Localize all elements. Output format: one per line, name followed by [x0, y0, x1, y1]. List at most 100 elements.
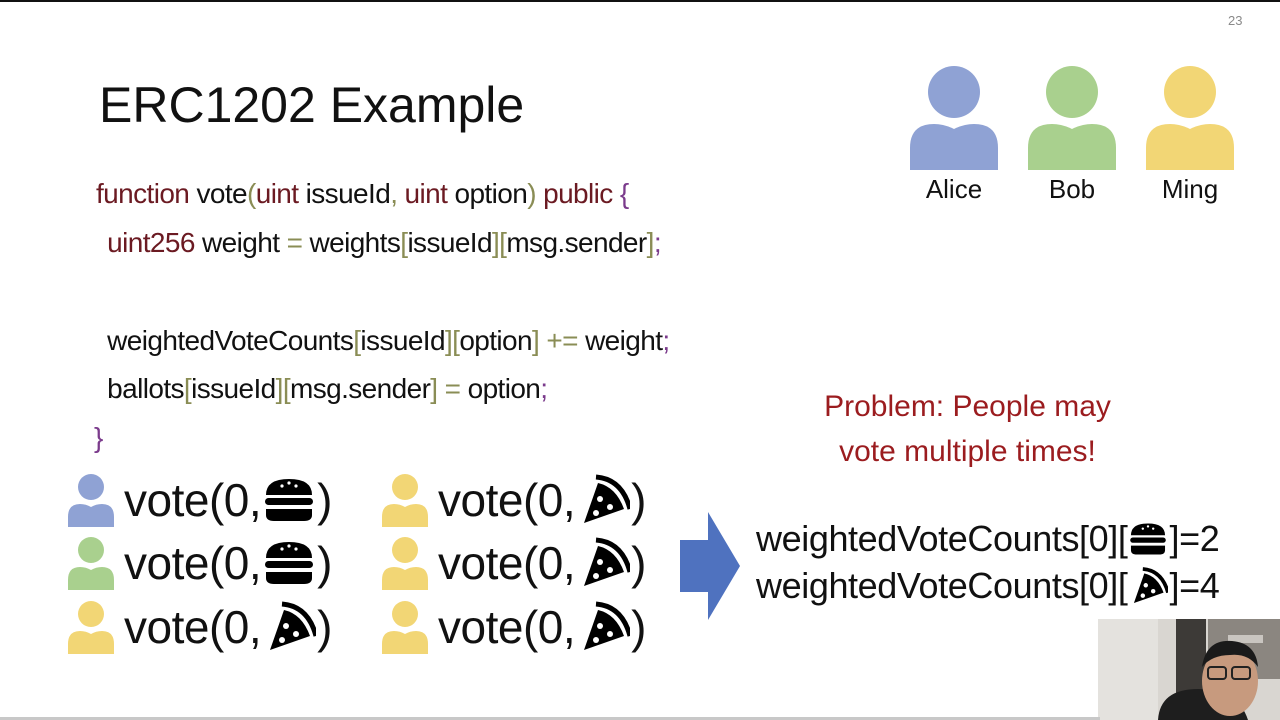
code-token: (	[246, 178, 256, 209]
vote-text: vote(0,)	[124, 536, 332, 590]
code-token: uint256	[100, 227, 203, 258]
code-token: ][	[444, 325, 460, 356]
pizza-icon	[270, 601, 317, 650]
burger-icon	[265, 542, 314, 584]
vote-suffix: )	[317, 601, 332, 653]
vote-suffix: )	[631, 537, 646, 589]
slide-number: 23	[1228, 13, 1243, 28]
vote-prefix: vote(0,	[438, 474, 576, 526]
code-token: function	[96, 178, 197, 209]
vote-suffix: )	[317, 474, 332, 526]
code-token: [	[400, 227, 408, 258]
code-token: msg.sender	[506, 227, 647, 258]
person-icon	[1028, 66, 1116, 170]
person-icon	[68, 474, 114, 527]
code-token: ;	[653, 227, 662, 258]
vote-call: vote(0,)	[66, 470, 332, 530]
code-token: vote	[196, 178, 247, 209]
vote-call: vote(0,)	[380, 470, 646, 530]
code-token: uint	[404, 178, 455, 209]
top-border	[0, 0, 1280, 2]
pizza-icon	[584, 537, 631, 586]
result-prefix: weightedVoteCounts[0][	[756, 518, 1128, 559]
result-prefix: weightedVoteCounts[0][	[756, 565, 1128, 606]
vote-call: vote(0,)	[380, 533, 646, 593]
person-name: Ming	[1161, 174, 1219, 204]
person-ming: Ming	[1144, 66, 1236, 205]
vote-prefix: vote(0,	[124, 474, 262, 526]
vote-call: vote(0,)	[66, 533, 332, 593]
person-icon	[1146, 66, 1234, 170]
person-icon	[382, 537, 428, 590]
code-token: msg.sender	[290, 373, 431, 404]
code-token: ][	[491, 227, 507, 258]
vote-text: vote(0,)	[438, 600, 646, 654]
vote-prefix: vote(0,	[124, 601, 262, 653]
code-token: ] =	[430, 373, 468, 404]
person-icon	[382, 601, 428, 654]
burger-icon	[1130, 523, 1167, 555]
code-line: ballots[issueId][msg.sender] = option;	[100, 373, 548, 405]
code-token: issueId	[305, 178, 391, 209]
result-suffix: ]=2	[1169, 518, 1220, 559]
problem-callout: Problem: People may vote multiple times!	[790, 384, 1145, 474]
result-suffix: ]=4	[1169, 565, 1220, 606]
people-legend: Alice Bob Ming	[908, 66, 1248, 216]
code-token: [	[183, 373, 192, 404]
problem-line-2: vote multiple times!	[839, 435, 1096, 468]
vote-prefix: vote(0,	[438, 537, 576, 589]
code-token: =	[286, 227, 310, 258]
person-icon	[68, 601, 114, 654]
code-token: ][	[275, 373, 291, 404]
vote-prefix: vote(0,	[124, 537, 262, 589]
presenter-webcam	[1098, 619, 1280, 720]
vote-prefix: vote(0,	[438, 601, 576, 653]
code-line: weightedVoteCounts[issueId][option] += w…	[100, 325, 670, 357]
code-token: ,	[390, 178, 405, 209]
code-token: [	[353, 325, 361, 356]
code-token: weight	[202, 227, 287, 258]
vote-suffix: )	[317, 537, 332, 589]
problem-line-1: Problem: People may	[824, 390, 1111, 423]
vote-text: vote(0,)	[438, 536, 646, 590]
result-line: weightedVoteCounts[0][ ]=4	[756, 565, 1220, 607]
code-token: issueId	[407, 227, 492, 258]
vote-text: vote(0,)	[124, 600, 332, 654]
pizza-icon	[584, 601, 631, 650]
code-token: )	[527, 178, 544, 209]
code-token: public	[543, 178, 620, 209]
vote-call: vote(0,)	[66, 597, 332, 657]
code-token: weightedVoteCounts	[100, 325, 354, 356]
pizza-icon	[1134, 567, 1169, 604]
vote-text: vote(0,)	[438, 473, 646, 527]
right-arrow-icon	[680, 512, 740, 620]
code-token: uint	[255, 178, 306, 209]
code-token: weights	[309, 227, 401, 258]
code-token: ballots	[100, 373, 184, 404]
vote-suffix: )	[631, 474, 646, 526]
vote-suffix: )	[631, 601, 646, 653]
code-token: issueId	[360, 325, 445, 356]
code-line: }	[94, 422, 103, 454]
person-alice: Alice	[908, 66, 1000, 205]
code-token: {	[619, 178, 629, 209]
code-token: option	[454, 178, 528, 209]
code-token: ]	[646, 227, 655, 258]
person-icon	[68, 537, 114, 590]
person-name: Bob	[1048, 174, 1096, 204]
code-token: }	[94, 422, 103, 453]
code-token: weight	[585, 325, 663, 356]
bottom-border	[0, 717, 1100, 720]
code-line: uint256 weight = weights[issueId][msg.se…	[100, 227, 661, 259]
code-token: option	[459, 325, 533, 356]
presenter-video-icon	[1098, 619, 1280, 720]
code-token: issueId	[191, 373, 276, 404]
person-bob: Bob	[1026, 66, 1118, 205]
code-line: function vote(uint issueId, uint option)…	[96, 178, 629, 210]
person-icon	[382, 474, 428, 527]
code-token: ] +=	[532, 325, 586, 356]
pizza-icon	[584, 474, 631, 523]
person-name: Alice	[925, 174, 983, 204]
vote-call: vote(0,)	[380, 597, 646, 657]
result-line: weightedVoteCounts[0][ ]=2	[756, 518, 1220, 560]
